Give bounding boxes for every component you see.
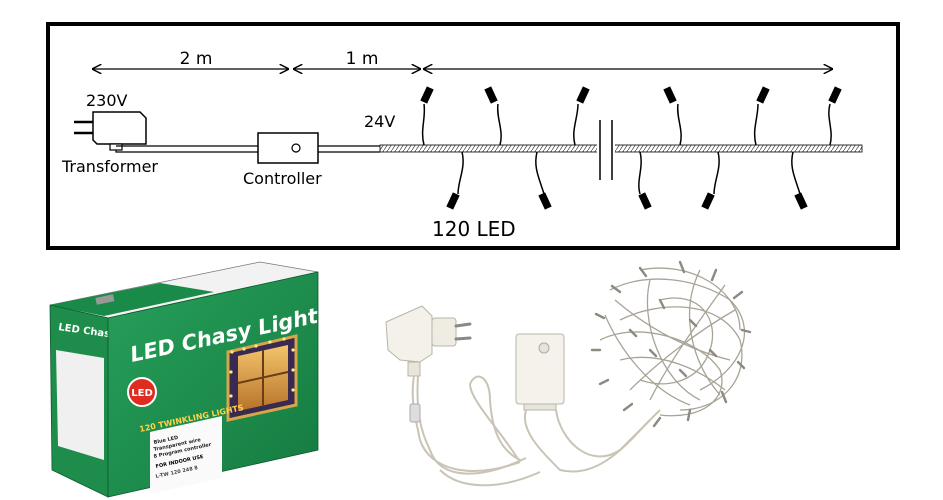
box-feature-1: Blue LED [153,435,179,446]
transformer-label: Transformer [61,157,158,176]
wiring-diagram: 2 m 1 m 230V Transformer Controller 24V [46,22,900,250]
transformer-plug-icon [74,111,147,151]
led-count-label: 120 LED [432,217,516,241]
diagram-frame [46,22,900,250]
led-bulbs-top [420,86,842,146]
product-photo [385,260,752,487]
led-bulbs-cluster [590,260,752,428]
transformer-wire [115,150,258,153]
product-box: LED Chasy Light LED Chasy Light LED 120 … [49,261,321,498]
controller-button-icon [291,143,301,153]
output-voltage-label: 24V [364,112,395,131]
led-string-cable [379,144,863,153]
controller-label: Controller [243,169,322,188]
plug-adapter-icon [385,305,472,377]
controller-unit-icon [515,333,565,411]
controller-box [257,132,319,164]
led-badge [127,377,157,407]
led-badge-label: LED [131,388,153,399]
dimension-2m-label: 2 m [180,49,213,69]
input-voltage-label: 230V [86,91,128,110]
led-bulbs-bottom [446,151,808,210]
dimension-1m-label: 1 m [346,49,379,69]
